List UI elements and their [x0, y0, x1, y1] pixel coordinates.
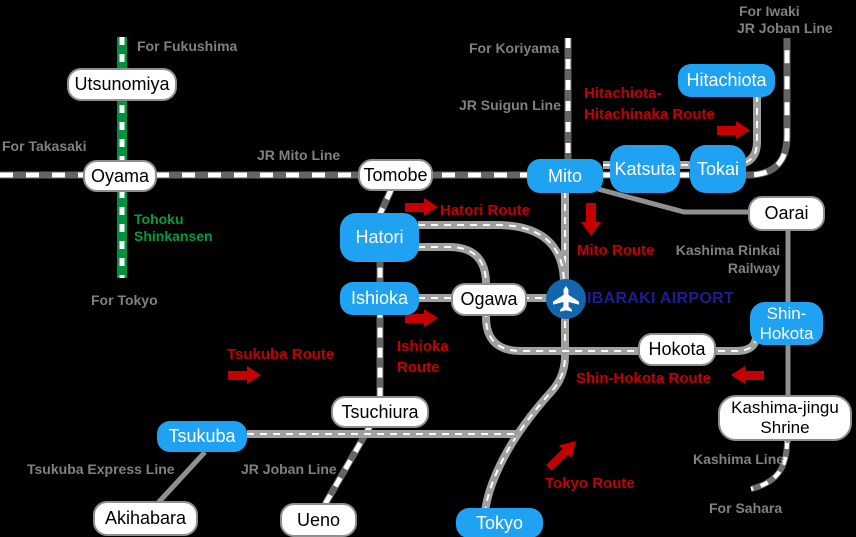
- station-hatori: Hatori: [340, 213, 419, 262]
- tsukuba-route-arrow: [228, 366, 261, 384]
- station-ishioka: Ishioka: [340, 282, 419, 315]
- label-shin-hokota-route: Shin-Hokota Route: [576, 370, 711, 387]
- station-akihabara: Akihabara: [93, 501, 198, 536]
- tokyo-route-arrow: [546, 441, 576, 471]
- label-jr-mito-line: JR Mito Line: [257, 147, 341, 163]
- tsukuba-express-line: [155, 450, 207, 506]
- jr-mito-joban-line: [0, 38, 791, 179]
- label-for-takasaki: For Takasaki: [2, 138, 87, 154]
- station-mito: Mito: [527, 159, 603, 193]
- station-tokai: Tokai: [690, 145, 746, 193]
- station-tsuchiura: Tsuchiura: [331, 396, 429, 428]
- hatori-route-arrow: [405, 198, 438, 216]
- label-tokyo-route: Tokyo Route: [545, 475, 635, 492]
- shin-hokota-route-arrow: [731, 366, 764, 384]
- label-kashima-rinkai-railway: Kashima Rinkai Railway: [675, 242, 780, 276]
- label-for-sahara: For Sahara: [709, 500, 783, 516]
- mito-tokyo-route-road: [481, 191, 569, 512]
- label-kashima-line: Kashima Line: [693, 451, 785, 467]
- station-hitachiota: Hitachiota: [678, 64, 775, 97]
- label-jr-joban-line-north: JR Joban Line: [737, 20, 833, 36]
- station-oyama: Oyama: [83, 160, 157, 192]
- station-tokyo: Tokyo: [456, 508, 543, 537]
- station-tomobe: Tomobe: [358, 159, 433, 191]
- station-oarai: Oarai: [748, 196, 825, 231]
- label-for-iwaki: For Iwaki: [739, 3, 800, 19]
- station-katsuta: Katsuta: [610, 145, 680, 193]
- label-for-tokyo: For Tokyo: [91, 292, 158, 308]
- hatori-route-road: [418, 221, 568, 285]
- label-for-fukushima: For Fukushima: [137, 38, 238, 54]
- hitachiota-route-arrow: [717, 121, 750, 139]
- label-ishioka-route: Ishioka Route: [397, 338, 449, 376]
- station-hokota: Hokota: [638, 333, 716, 366]
- label-jr-suigun-line: JR Suigun Line: [459, 97, 561, 113]
- station-utsunomiya: Utsunomiya: [67, 68, 177, 101]
- mito-route-arrow: [581, 203, 601, 236]
- station-ueno: Ueno: [280, 503, 357, 537]
- label-hitachiota-hitachinaka-route: Hitachiota- Hitachinaka Route: [584, 85, 715, 123]
- label-mito-route: Mito Route: [577, 242, 655, 259]
- label-tsukuba-route: Tsukuba Route: [227, 346, 335, 363]
- station-tsukuba: Tsukuba: [157, 421, 247, 452]
- station-ogawa: Ogawa: [451, 283, 527, 316]
- label-tsukuba-express-line: Tsukuba Express Line: [27, 461, 175, 477]
- label-tohoku-shinkansen: Tohoku Shinkansen: [134, 211, 213, 244]
- label-hatori-route: Hatori Route: [440, 202, 530, 219]
- ishioka-route-arrow: [405, 309, 438, 327]
- kashima-line: [750, 440, 790, 492]
- airplane-icon: [546, 279, 586, 319]
- airport-name-label: IBARAKI AIRPORT: [587, 290, 735, 307]
- station-shin-hokota: Shin-Hokota: [750, 302, 823, 345]
- label-for-koriyama: For Koriyama: [469, 40, 560, 56]
- hokota-shin-hokota-road: [418, 243, 760, 355]
- label-jr-joban-line-south: JR Joban Line: [241, 461, 337, 477]
